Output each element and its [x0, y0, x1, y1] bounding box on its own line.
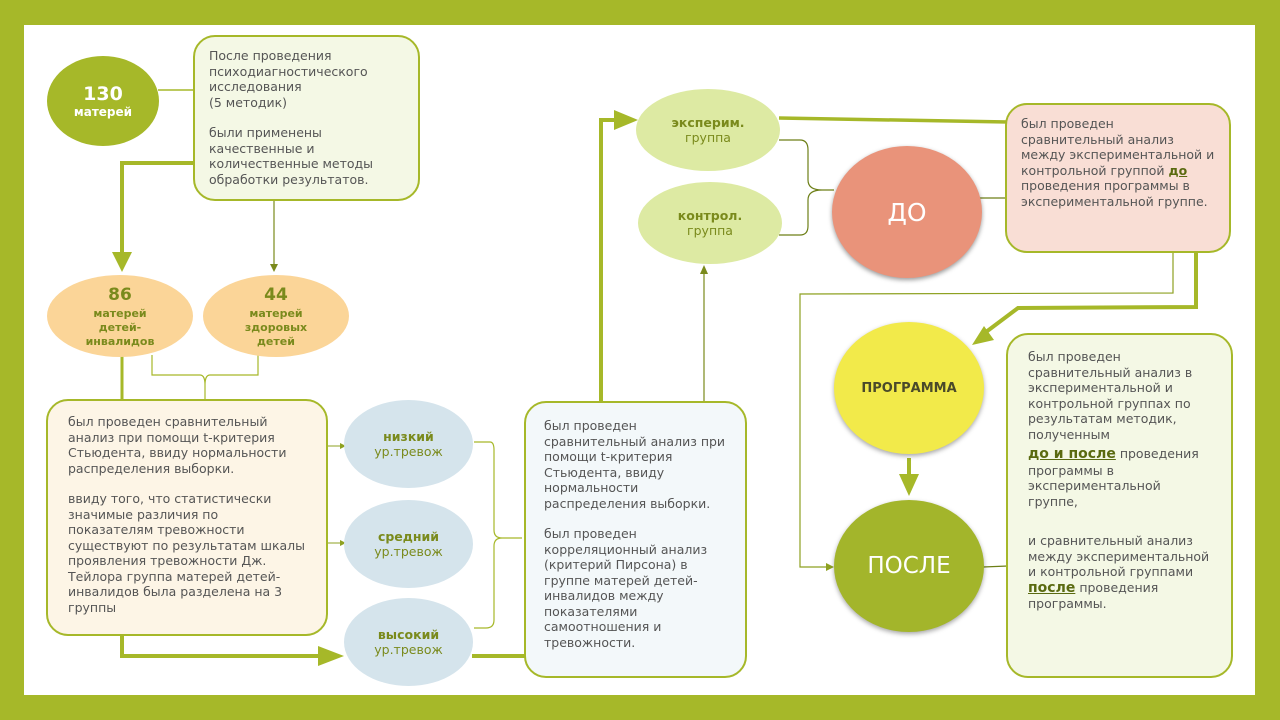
intro-box: После проведения психодиагностического и…: [193, 35, 420, 201]
after-text-1: был проведен сравнительный анализ в эксп…: [1028, 349, 1193, 442]
experimental-group-ellipse: эксперим. группа: [636, 89, 780, 171]
after-emphasis-2: после: [1028, 579, 1076, 596]
before-box-paragraph: был проведен сравнительный анализ между …: [1021, 116, 1215, 209]
group-disabled-count: 86: [108, 285, 132, 305]
anxiety-mid-subtitle: ур.тревож: [374, 544, 443, 559]
anxiety-high-ellipse: высокий ур.тревож: [344, 598, 473, 686]
correlation-text-1: был проведен сравнительный анализ при по…: [544, 418, 726, 511]
after-text-3: и сравнительный анализ между эксперимент…: [1028, 533, 1210, 579]
control-group-title: контрол.: [677, 208, 743, 223]
total-count: 130: [83, 83, 123, 105]
correlation-text-2: был проведен корреляционный анализ (крит…: [544, 526, 708, 650]
control-group-ellipse: контрол. группа: [638, 182, 782, 264]
experimental-group-title: эксперим.: [671, 115, 745, 130]
total-mothers-circle: 130 матерей: [47, 56, 159, 146]
before-text-after: проведения программы в экспериментальной…: [1021, 178, 1208, 209]
anxiety-low-subtitle: ур.тревож: [374, 444, 443, 459]
intro-text-2: (5 методик): [209, 94, 288, 110]
intro-text-1: После проведения психодиагностического и…: [209, 48, 368, 94]
intro-text-3: были применены качественные и количестве…: [209, 125, 374, 187]
group-disabled-children-ellipse: 86 матерей детей-инвалидов: [47, 275, 193, 357]
total-label: матерей: [73, 105, 133, 119]
before-label: ДО: [887, 197, 927, 227]
correlation-analysis-box: был проведен сравнительный анализ при по…: [524, 401, 747, 678]
program-label: ПРОГРАММА: [861, 380, 957, 396]
control-group-subtitle: группа: [687, 223, 733, 238]
after-box-paragraph-3: и сравнительный анализ между эксперимент…: [1028, 533, 1211, 612]
after-box-paragraph-2: до и после проведения программы в экспер…: [1028, 446, 1211, 509]
before-text: был проведен сравнительный анализ между …: [1021, 116, 1215, 178]
program-circle: ПРОГРАММА: [834, 322, 984, 454]
after-circle: ПОСЛЕ: [834, 500, 984, 632]
before-circle: ДО: [832, 146, 982, 278]
student-text-2: ввиду того, что статистически значимые р…: [68, 491, 306, 615]
experimental-group-subtitle: группа: [685, 130, 731, 145]
before-analysis-box: был проведен сравнительный анализ между …: [1005, 103, 1231, 253]
group-healthy-count: 44: [264, 285, 288, 305]
after-label: ПОСЛЕ: [867, 553, 951, 579]
after-text-2: проведения программы в экспериментальной…: [1028, 446, 1199, 509]
student-text-1: был проведен сравнительный анализ при по…: [68, 414, 287, 476]
group-disabled-label: матерей детей-инвалидов: [85, 307, 155, 348]
group-healthy-children-ellipse: 44 матерей здоровых детей: [203, 275, 349, 357]
student-analysis-box: был проведен сравнительный анализ при по…: [46, 399, 328, 636]
anxiety-high-subtitle: ур.тревож: [374, 642, 443, 657]
group-healthy-label: матерей здоровых детей: [244, 307, 308, 348]
after-emphasis-1: до и после: [1028, 446, 1116, 462]
before-emphasis: до: [1168, 162, 1188, 178]
anxiety-high-title: высокий: [377, 627, 440, 642]
after-analysis-box: был проведен сравнительный анализ в эксп…: [1006, 333, 1233, 678]
anxiety-mid-ellipse: средний ур.тревож: [344, 500, 473, 588]
anxiety-mid-title: средний: [377, 529, 440, 544]
after-text-4: проведения программы.: [1028, 579, 1159, 612]
anxiety-low-title: низкий: [383, 429, 434, 444]
anxiety-low-ellipse: низкий ур.тревож: [344, 400, 473, 488]
after-box-paragraph-1: был проведен сравнительный анализ в эксп…: [1028, 349, 1211, 442]
